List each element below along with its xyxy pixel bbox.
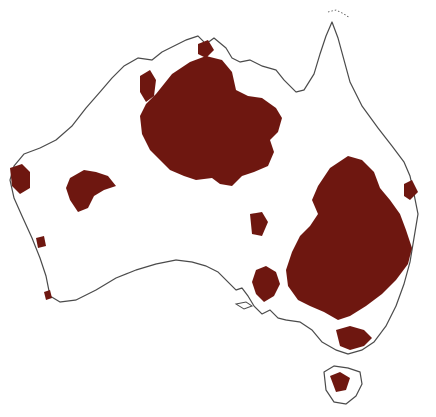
shaded-region-victoria xyxy=(336,326,372,350)
tasmania-coastline xyxy=(323,365,363,405)
shaded-region-pilbara xyxy=(66,170,116,212)
shaded-region-sa-small xyxy=(250,212,268,236)
shaded-regions xyxy=(10,40,418,392)
australia-mainland-coastline xyxy=(9,21,419,355)
shaded-region-wa-small-1 xyxy=(36,236,46,248)
shaded-region-top-end xyxy=(198,40,214,58)
shaded-region-qld-coast xyxy=(404,180,418,200)
shaded-region-eastern xyxy=(286,156,412,320)
shaded-region-west-coast xyxy=(10,164,30,194)
shaded-region-kimberley xyxy=(140,70,156,102)
shaded-region-wa-small-2 xyxy=(44,290,52,300)
shaded-region-tasmania xyxy=(330,372,350,392)
shaded-region-south-australia xyxy=(252,266,280,302)
shaded-region-northern xyxy=(140,56,282,186)
kangaroo-island-coastline xyxy=(234,301,254,310)
torres-strait-islands xyxy=(327,9,351,19)
